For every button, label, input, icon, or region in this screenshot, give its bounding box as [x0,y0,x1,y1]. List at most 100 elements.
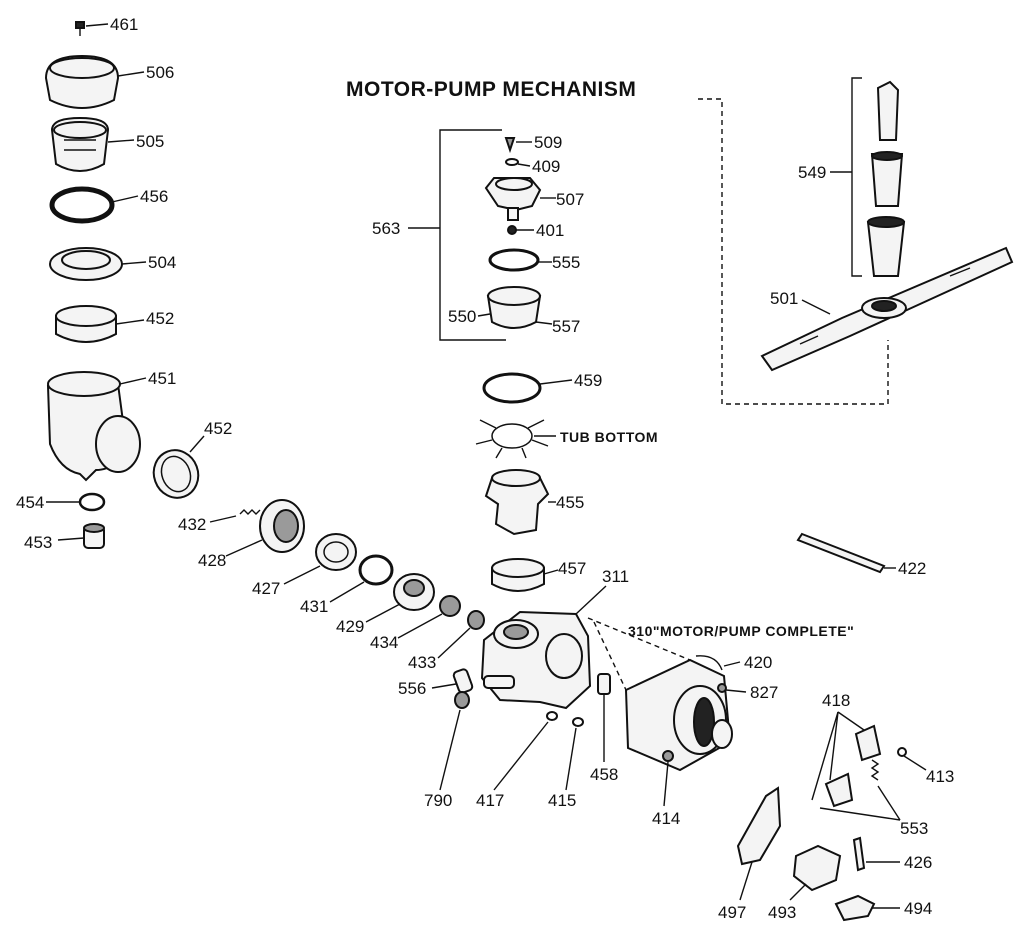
label-549: 549 [798,163,826,182]
caption-tub-bottom: TUB BOTTOM [560,429,658,445]
part-415-nut [565,717,584,791]
part-454-ring [46,492,106,512]
label-827: 827 [750,683,778,702]
part-311-pump-housing [480,585,607,710]
part-452-clamp-lower [152,435,205,499]
part-790-fitting [439,691,470,791]
diagram-title: MOTOR-PUMP MECHANISM [346,78,636,101]
label-458: 458 [590,765,618,784]
part-452-clamp-upper [55,305,145,343]
part-420-wire [695,655,741,671]
label-417: 417 [476,791,504,810]
label-494: 494 [904,899,932,918]
label-557: 557 [552,317,580,336]
label-431: 431 [300,597,328,616]
label-504: 504 [148,253,176,272]
label-415: 415 [548,791,576,810]
part-553-spring [819,759,901,821]
label-509: 509 [534,133,562,152]
label-454: 454 [16,493,44,512]
part-504-collar [49,247,147,281]
label-455: 455 [556,493,584,512]
part-506-cap [44,54,145,109]
label-429: 429 [336,617,364,636]
part-456-ring [49,186,139,224]
part-509-screw [504,137,532,154]
part-461-screw [75,21,109,36]
part-417-washer [493,711,558,791]
part-431-ring [329,554,394,603]
part-427-plate [283,533,357,585]
part-497-bracket [736,786,782,901]
label-428: 428 [198,551,226,570]
part-401-ball [507,225,534,235]
part-550-housing [477,286,553,329]
label-409: 409 [532,157,560,176]
part-434-nut [397,595,461,639]
part-555-ring [488,248,552,272]
label-457: 457 [558,559,586,578]
label-505: 505 [136,132,164,151]
part-507-hub [484,177,556,221]
part-458-seal [597,673,611,762]
label-422: 422 [898,559,926,578]
part-432-spring [209,509,261,523]
label-426: 426 [904,853,932,872]
part-409-washer [505,158,531,167]
label-555: 555 [552,253,580,272]
part-426-pin [852,836,900,872]
label-556: 556 [398,679,426,698]
part-310-motor [587,617,733,772]
bracket-563 [408,129,506,341]
part-457-clamp [491,558,559,592]
label-501: 501 [770,289,798,308]
part-451-sump-housing [46,371,147,482]
label-451: 451 [148,369,176,388]
label-432: 432 [178,515,206,534]
part-455-sump-cover [484,469,556,536]
label-790: 790 [424,791,452,810]
label-456: 456 [140,187,168,206]
label-507: 507 [556,190,584,209]
part-549-tower [830,77,906,277]
label-497: 497 [718,903,746,922]
part-459-gasket [482,372,573,404]
label-506: 506 [146,63,174,82]
label-433: 433 [408,653,436,672]
label-427: 427 [252,579,280,598]
part-556-fitting [431,668,474,694]
label-434: 434 [370,633,398,652]
label-452-upper: 452 [146,309,174,328]
label-493: 493 [768,903,796,922]
label-401: 401 [536,221,564,240]
label-414: 414 [652,809,680,828]
label-418: 418 [822,691,850,710]
part-501-spray-arm [760,246,1014,372]
label-311: 311 [602,567,629,586]
label-553: 553 [900,819,928,838]
label-563: 563 [372,219,400,238]
part-433-seal [437,610,485,659]
label-453: 453 [24,533,52,552]
label-461: 461 [110,15,138,34]
part-428-impeller [225,499,305,557]
part-418-lever [811,711,882,808]
part-493-switch-holder [789,844,842,901]
label-413: 413 [926,767,954,786]
part-453-plug [57,523,105,549]
part-827-screw [717,683,747,693]
part-414-screw [662,750,674,807]
part-505-strainer [50,116,135,172]
spray-arm-dashed-outline [698,98,889,405]
label-550: 550 [448,307,476,326]
tub-bottom-hole [475,419,556,459]
part-494-block [834,894,900,922]
caption-motor-pump-complete: 310"MOTOR/PUMP COMPLETE" [628,623,854,639]
label-420: 420 [744,653,772,672]
label-459: 459 [574,371,602,390]
label-452-lower: 452 [204,419,232,438]
part-422-bar [796,532,896,574]
part-413-clip [897,747,927,771]
part-429-cover [365,573,435,623]
